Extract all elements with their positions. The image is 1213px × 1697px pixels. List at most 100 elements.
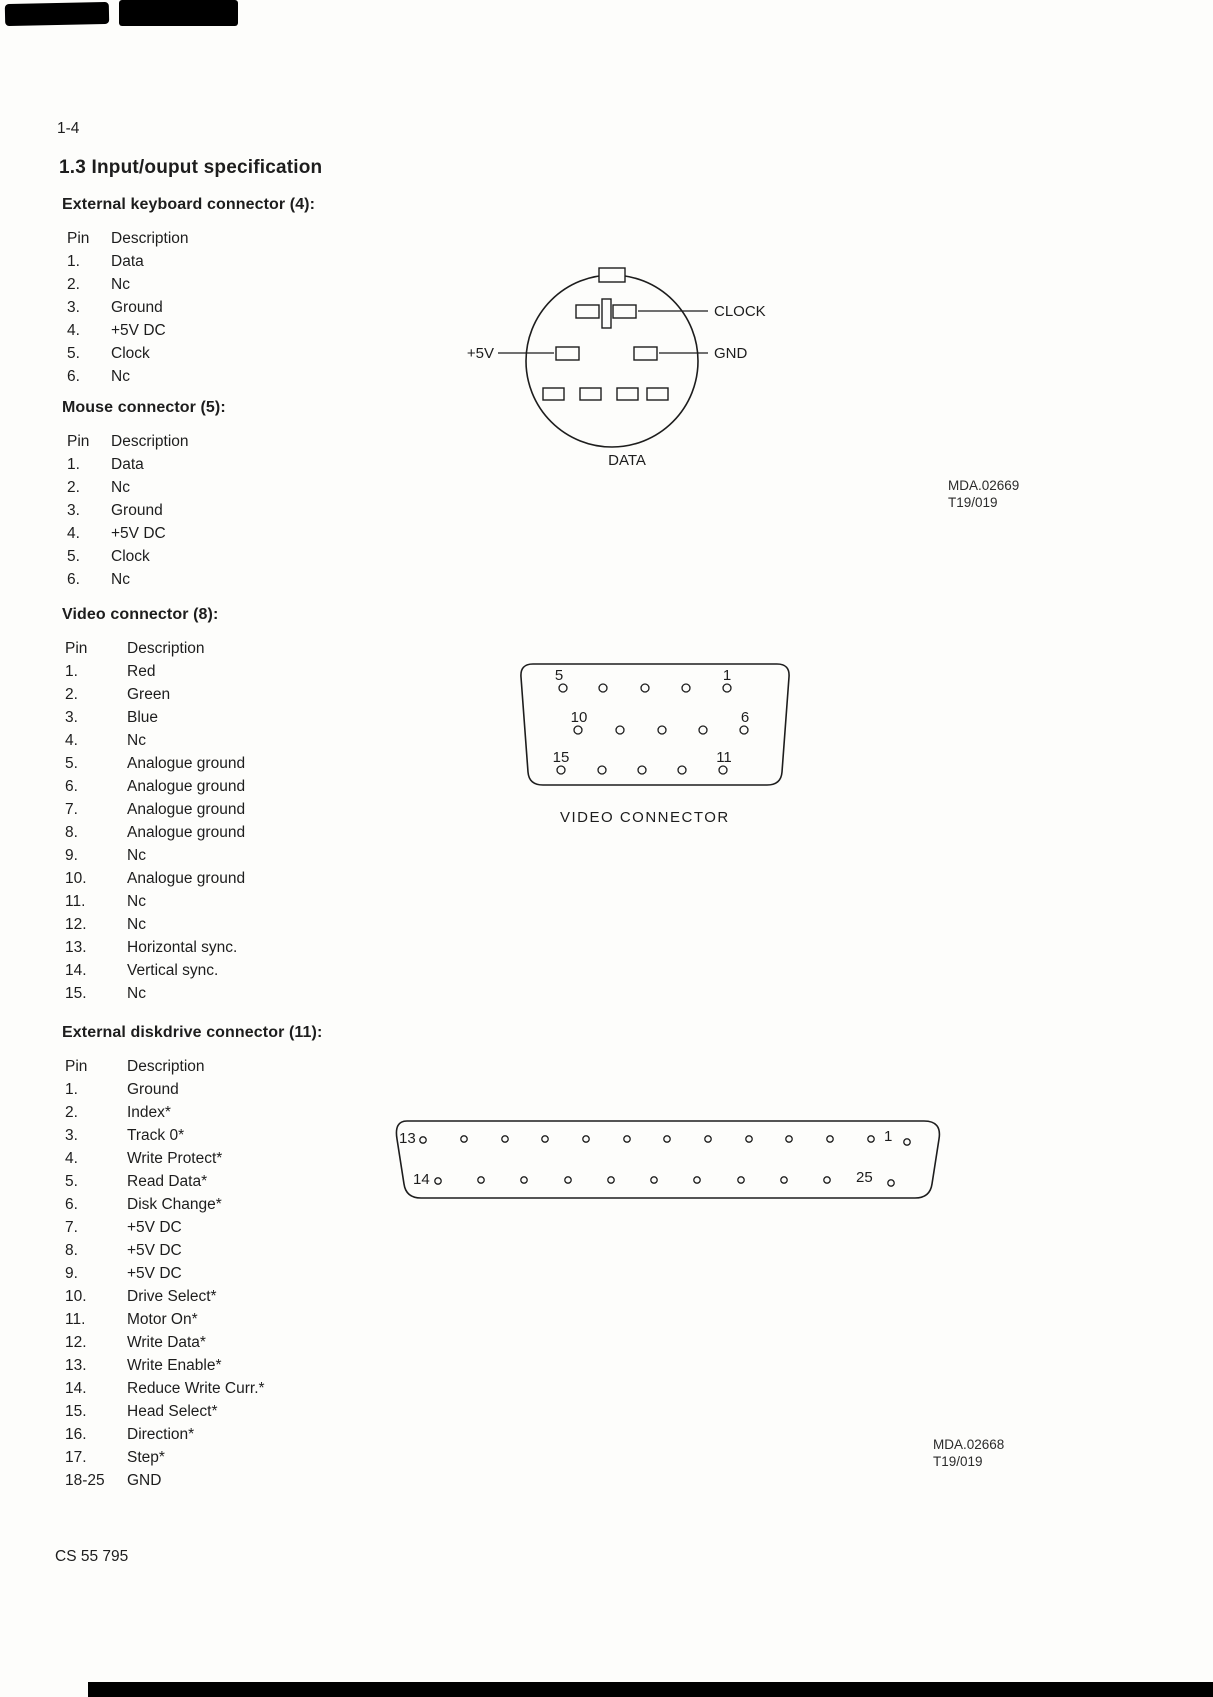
pin-number: 1. xyxy=(67,456,80,473)
pin-row: 1. Red xyxy=(62,660,422,683)
pin-description: Nc xyxy=(127,916,146,933)
pin-description: Analogue ground xyxy=(127,824,246,841)
video-connector-diagram: 5 1 10 6 15 11 VIDEO CONNECTOR xyxy=(520,663,790,826)
pin-description: Analogue ground xyxy=(127,801,246,818)
pin-row: 14. Reduce Write Curr.* xyxy=(62,1377,422,1400)
pin-description: Data xyxy=(111,456,144,473)
pin-row: 9. +5V DC xyxy=(62,1262,422,1285)
pin-description: Ground xyxy=(111,299,163,316)
pin-row: 12. Nc xyxy=(62,913,422,936)
pin-row: 2. Nc xyxy=(62,273,392,296)
pin-description: Nc xyxy=(111,571,130,588)
pin-number: 2. xyxy=(65,1104,78,1121)
pin-number: 11. xyxy=(65,893,86,910)
pin-description: Clock xyxy=(111,345,150,362)
pin14-label: 14 xyxy=(413,1171,430,1188)
pin-table-header: Pin Description xyxy=(62,637,422,660)
pin-number: 15. xyxy=(65,1403,87,1420)
pin-row: 3. Track 0* xyxy=(62,1124,422,1147)
pin-number: 13. xyxy=(65,939,87,956)
pin-number: 3. xyxy=(67,502,80,519)
din-pin-contacts xyxy=(542,298,669,401)
pin-row: 3. Ground xyxy=(62,296,392,319)
pin-row: 6. Nc xyxy=(62,365,392,388)
pin-number: 13. xyxy=(65,1357,87,1374)
pin-column-header: Pin xyxy=(65,640,88,657)
pin-description: Head Select* xyxy=(127,1403,218,1420)
pin-number: 6. xyxy=(65,1196,78,1213)
pin-description: Drive Select* xyxy=(127,1288,217,1305)
pin-row: 15. Nc xyxy=(62,982,422,1005)
document-code: CS 55 795 xyxy=(55,1548,129,1565)
pin-row: 5. Clock xyxy=(62,342,392,365)
keyboard-pin-table: Pin Description 1. Data 2. Nc 3. Ground … xyxy=(62,227,392,388)
figure-ref-code: MDA.02669 xyxy=(948,478,1020,493)
pin-row: 4. +5V DC xyxy=(62,522,392,545)
pin6-label: 6 xyxy=(741,709,749,726)
pin5-label: 5 xyxy=(555,667,563,684)
pin-number: 3. xyxy=(65,709,78,726)
pin-description: Nc xyxy=(127,732,146,749)
pin-column-header: Pin xyxy=(67,433,90,450)
pin-description: Disk Change* xyxy=(127,1196,222,1213)
pin-row: 13. Horizontal sync. xyxy=(62,936,422,959)
video-pin-rows: 1. Red 2. Green 3. Blue 4. Nc 5. Analogu… xyxy=(62,660,422,1005)
pin-description: Write Enable* xyxy=(127,1357,222,1374)
pin-description: Ground xyxy=(127,1081,179,1098)
pin-description: +5V DC xyxy=(127,1242,182,1259)
db25-top-row-holes xyxy=(419,1135,911,1146)
pin-row: 2. Nc xyxy=(62,476,392,499)
pin-row: 10. Drive Select* xyxy=(62,1285,422,1308)
pin-row: 11. Motor On* xyxy=(62,1308,422,1331)
clock-label: CLOCK xyxy=(714,303,766,320)
pin-number: 2. xyxy=(67,276,80,293)
pin-number: 1. xyxy=(65,663,78,680)
pin-row: 11. Nc xyxy=(62,890,422,913)
pin-number: 3. xyxy=(67,299,80,316)
pin-row: 3. Blue xyxy=(62,706,422,729)
pin-description: Vertical sync. xyxy=(127,962,219,979)
pin10-label: 10 xyxy=(571,709,588,726)
pin-number: 6. xyxy=(65,778,78,795)
pin-description: Analogue ground xyxy=(127,778,246,795)
pin-number: 1. xyxy=(67,253,80,270)
pin-row: 14. Vertical sync. xyxy=(62,959,422,982)
diskdrive-pin-rows: 1. Ground 2. Index* 3. Track 0* 4. Write… xyxy=(62,1078,422,1492)
pin-number: 14. xyxy=(65,1380,87,1397)
pin-number: 4. xyxy=(65,732,78,749)
din-connector-diagram: CLOCK GND +5V DATA xyxy=(467,267,766,469)
pin1-label: 1 xyxy=(723,667,731,684)
pin-row: 5. Read Data* xyxy=(62,1170,422,1193)
mouse-pin-rows: 1. Data 2. Nc 3. Ground 4. +5V DC 5. Clo… xyxy=(62,453,392,591)
pin-description: +5V DC xyxy=(111,322,166,339)
pin-description: Index* xyxy=(127,1104,171,1121)
pin-row: 5. Analogue ground xyxy=(62,752,422,775)
pin-number: 7. xyxy=(65,1219,78,1236)
pin-row: 6. Analogue ground xyxy=(62,775,422,798)
pin-row: 4. +5V DC xyxy=(62,319,392,342)
pin-number: 15. xyxy=(65,985,87,1002)
scan-artifact xyxy=(119,0,238,26)
din-connector-body xyxy=(525,274,699,448)
pin-row: 6. Nc xyxy=(62,568,392,591)
pin-description: Nc xyxy=(127,985,146,1002)
pin-description: Write Protect* xyxy=(127,1150,223,1167)
pin-number: 5. xyxy=(65,755,78,772)
mouse-connector-section: Mouse connector (5): Pin Description 1. … xyxy=(62,399,392,591)
pin-number: 2. xyxy=(65,686,78,703)
diskdrive-connector-section: External diskdrive connector (11): Pin D… xyxy=(62,1024,422,1492)
pin-number: 8. xyxy=(65,824,78,841)
pin-row: 16. Direction* xyxy=(62,1423,422,1446)
pin-number: 1. xyxy=(65,1081,78,1098)
pin-number: 18-25 xyxy=(65,1472,105,1489)
description-column-header: Description xyxy=(127,1058,205,1075)
pin-description: Horizontal sync. xyxy=(127,939,238,956)
pin-row: 5. Clock xyxy=(62,545,392,568)
figure-ref-code: MDA.02668 xyxy=(933,1437,1005,1452)
pin-number: 17. xyxy=(65,1449,87,1466)
mouse-pin-table: Pin Description 1. Data 2. Nc 3. Ground … xyxy=(62,430,392,591)
pin-description: Reduce Write Curr.* xyxy=(127,1380,265,1397)
page-number: 1-4 xyxy=(57,120,80,137)
pin15-label: 15 xyxy=(553,749,570,766)
